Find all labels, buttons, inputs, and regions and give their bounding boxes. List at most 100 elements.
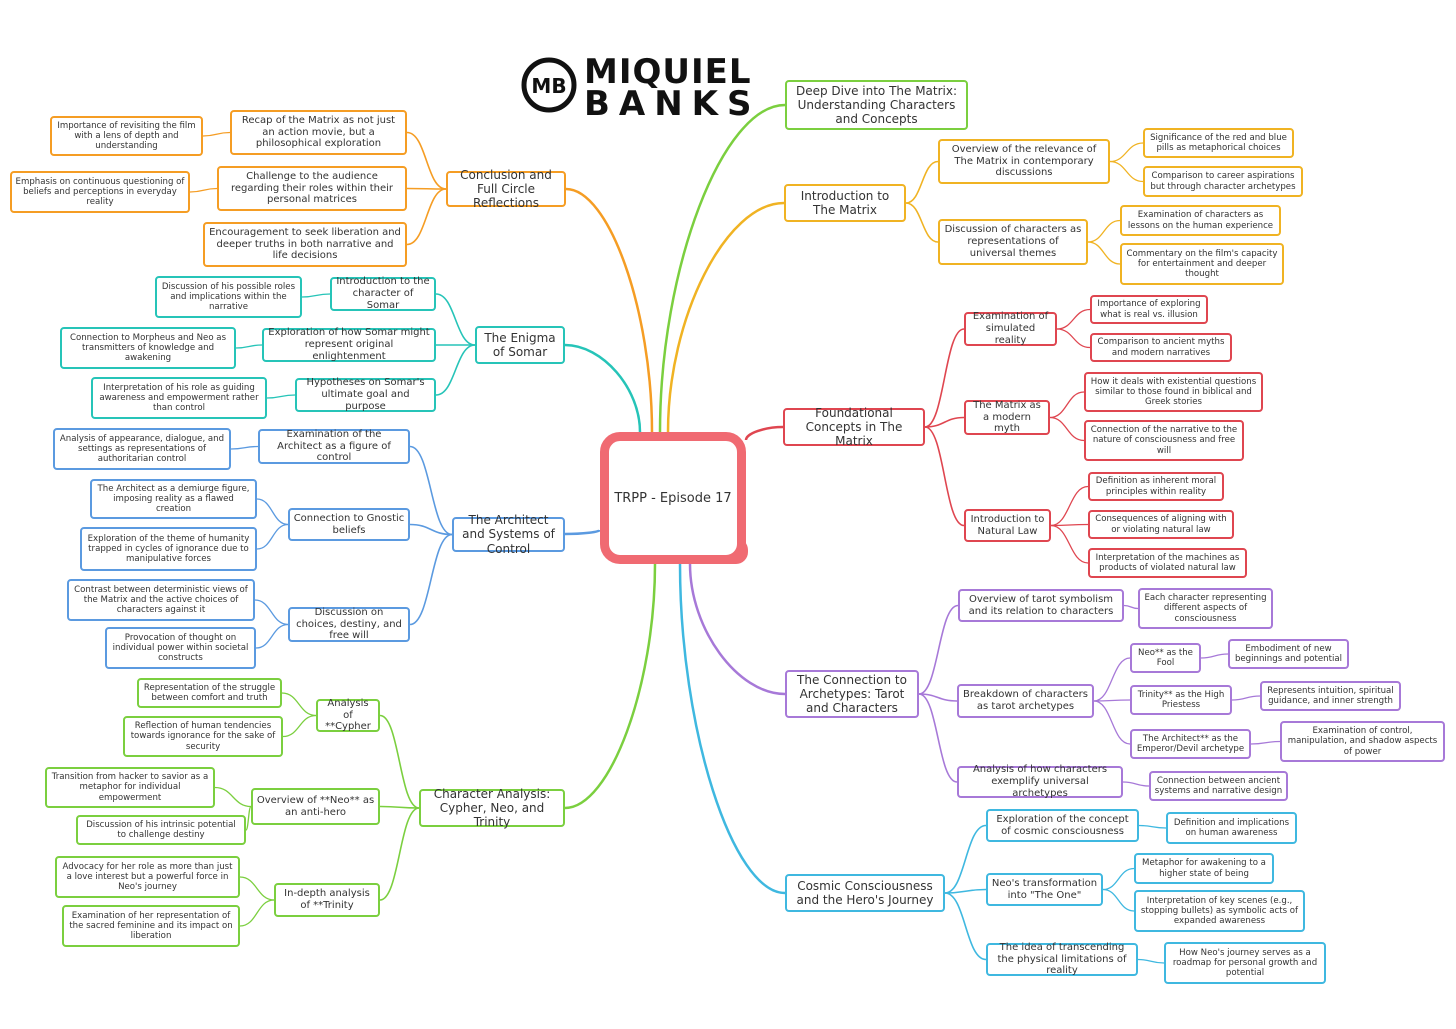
node-cosmic[interactable]: Cosmic Consciousness and the Hero's Jour… <box>785 874 945 912</box>
trunk-node-architect <box>564 528 602 536</box>
node-recap[interactable]: Recap of the Matrix as not just an actio… <box>230 110 407 155</box>
connector-node-neo-fool <box>1093 657 1131 702</box>
connector-leaf-continuous-questioning <box>189 187 218 193</box>
trunk-node-characters <box>564 563 657 810</box>
leaf-aspects-consciousness[interactable]: Each character representing different as… <box>1138 588 1273 629</box>
leaf-ancient-myths[interactable]: Comparison to ancient myths and modern n… <box>1090 333 1232 362</box>
leaf-cycles-ignorance[interactable]: Exploration of the theme of humanity tra… <box>80 527 257 571</box>
node-transcending[interactable]: The idea of transcending the physical li… <box>986 942 1138 976</box>
node-tarot-symbolism[interactable]: Overview of tarot symbolism and its rela… <box>958 589 1124 622</box>
node-tarot-breakdown[interactable]: Breakdown of characters as tarot archety… <box>957 684 1094 718</box>
trunk-node-somar <box>564 343 642 433</box>
leaf-individual-power[interactable]: Provocation of thought on individual pow… <box>105 627 256 669</box>
leaf-existential-questions[interactable]: How it deals with existential questions … <box>1084 372 1263 412</box>
leaf-somar-roles[interactable]: Discussion of his possible roles and imp… <box>155 276 302 318</box>
leaf-human-experience[interactable]: Examination of characters as lessons on … <box>1120 205 1281 236</box>
logo-line-2: BANKS <box>584 84 761 124</box>
connector-node-neo-anti-hero <box>379 805 420 809</box>
leaf-continuous-questioning[interactable]: Emphasis on continuous questioning of be… <box>10 171 190 213</box>
node-somar[interactable]: The Enigma of Somar <box>475 326 565 364</box>
node-cypher[interactable]: Analysis of **Cypher <box>316 698 380 732</box>
node-challenge[interactable]: Challenge to the audience regarding thei… <box>217 166 407 211</box>
connector-node-recap <box>406 131 447 190</box>
logo-mark-icon: MB <box>521 57 577 113</box>
connector-node-intro-relevance <box>905 160 939 204</box>
node-universal-archetypes[interactable]: Analysis of how characters exemplify uni… <box>957 764 1123 799</box>
trunk-node-introduction <box>666 201 785 433</box>
connector-leaf-revisiting-film <box>202 131 231 137</box>
leaf-personal-growth[interactable]: How Neo's journey serves as a roadmap fo… <box>1164 942 1326 984</box>
node-characters[interactable]: Character Analysis: Cypher, Neo, and Tri… <box>419 787 565 829</box>
connector-leaf-existential-questions <box>1049 391 1085 419</box>
connector-leaf-sacred-feminine <box>239 899 275 927</box>
center-node[interactable]: TRPP - Episode 17 <box>600 432 746 564</box>
logo-line-1: MIQUIEL <box>584 52 752 92</box>
leaf-authoritarian[interactable]: Analysis of appearance, dialogue, and se… <box>53 428 231 470</box>
connector-leaf-red-blue-pills <box>1109 142 1144 163</box>
leaf-ancient-systems[interactable]: Connection between ancient systems and n… <box>1149 771 1288 801</box>
leaf-intuition-guidance[interactable]: Represents intuition, spiritual guidance… <box>1260 681 1401 711</box>
node-choices-destiny[interactable]: Discussion on choices, destiny, and free… <box>288 607 410 642</box>
connector-leaf-individual-power <box>255 623 289 649</box>
node-natural-law[interactable]: Introduction to Natural Law <box>964 509 1051 542</box>
leaf-real-vs-illusion[interactable]: Importance of exploring what is real vs.… <box>1090 295 1208 324</box>
leaf-human-awareness[interactable]: Definition and implications on human awa… <box>1166 812 1297 844</box>
connector-leaf-higher-state <box>1102 867 1135 891</box>
node-architect-emperor[interactable]: The Architect** as the Emperor/Devil arc… <box>1130 729 1251 759</box>
node-introduction[interactable]: Introduction to The Matrix <box>784 184 906 222</box>
node-cosmic-concept[interactable]: Exploration of the concept of cosmic con… <box>986 809 1139 842</box>
leaf-love-interest[interactable]: Advocacy for her role as more than just … <box>55 856 240 898</box>
leaf-violated-natural-law[interactable]: Interpretation of the machines as produc… <box>1088 548 1247 578</box>
node-neo-fool[interactable]: Neo** as the Fool <box>1130 643 1201 673</box>
leaf-ignorance-security[interactable]: Reflection of human tendencies towards i… <box>123 716 283 757</box>
leaf-somar-morpheus-neo[interactable]: Connection to Morpheus and Neo as transm… <box>60 327 236 369</box>
leaf-control-shadow[interactable]: Examination of control, manipulation, an… <box>1280 721 1445 762</box>
leaf-consciousness-free-will[interactable]: Connection of the narrative to the natur… <box>1084 420 1244 461</box>
node-deep-dive[interactable]: Deep Dive into The Matrix: Understanding… <box>785 80 968 130</box>
node-archetypes[interactable]: The Connection to Archetypes: Tarot and … <box>785 670 919 718</box>
connector-node-gnostic <box>409 523 453 536</box>
leaf-demiurge[interactable]: The Architect as a demiurge figure, impo… <box>90 479 257 519</box>
leaf-stopping-bullets[interactable]: Interpretation of key scenes (e.g., stop… <box>1134 890 1305 932</box>
node-intro-relevance[interactable]: Overview of the relevance of The Matrix … <box>938 139 1110 184</box>
node-architect[interactable]: The Architect and Systems of Control <box>452 513 565 556</box>
leaf-moral-principles[interactable]: Definition as inherent moral principles … <box>1088 472 1224 501</box>
leaf-somar-guiding[interactable]: Interpretation of his role as guiding aw… <box>91 377 267 419</box>
connector-node-natural-law <box>924 426 965 527</box>
node-somar-intro[interactable]: Introduction to the character of Somar <box>330 276 436 311</box>
connector-leaf-demiurge <box>256 498 289 526</box>
node-trinity[interactable]: In-depth analysis of **Trinity <box>274 883 380 917</box>
node-conclusion[interactable]: Conclusion and Full Circle Reflections <box>446 168 566 210</box>
leaf-red-blue-pills[interactable]: Significance of the red and blue pills a… <box>1143 128 1294 158</box>
connector-node-tarot-breakdown <box>918 693 958 702</box>
node-encouragement[interactable]: Encouragement to seek liberation and dee… <box>203 222 407 267</box>
connector-leaf-aligning-violating <box>1050 523 1089 527</box>
leaf-deterministic[interactable]: Contrast between deterministic views of … <box>67 579 255 621</box>
connector-leaf-intrinsic-potential <box>245 805 252 831</box>
node-neo-anti-hero[interactable]: Overview of **Neo** as an anti-hero <box>251 788 380 825</box>
node-trinity-priestess[interactable]: Trinity** as the High Priestess <box>1130 685 1232 715</box>
leaf-hacker-savior[interactable]: Transition from hacker to savior as a me… <box>45 767 215 808</box>
node-neo-the-one[interactable]: Neo's transformation into "The One" <box>986 873 1103 906</box>
node-gnostic[interactable]: Connection to Gnostic beliefs <box>288 508 410 541</box>
leaf-revisiting-film[interactable]: Importance of revisiting the film with a… <box>50 116 203 156</box>
node-foundational[interactable]: Foundational Concepts in The Matrix <box>783 406 925 448</box>
leaf-entertainment-thought[interactable]: Commentary on the film's capacity for en… <box>1120 243 1284 285</box>
node-somar-enlightenment[interactable]: Exploration of how Somar might represent… <box>262 327 436 362</box>
leaf-sacred-feminine[interactable]: Examination of her representation of the… <box>62 905 240 947</box>
node-intro-characters[interactable]: Discussion of characters as representati… <box>938 219 1088 265</box>
connector-node-architect-emperor <box>1093 700 1131 745</box>
leaf-comfort-truth[interactable]: Representation of the struggle between c… <box>137 678 282 708</box>
leaf-new-beginnings[interactable]: Embodiment of new beginnings and potenti… <box>1228 639 1349 669</box>
node-modern-myth[interactable]: The Matrix as a modern myth <box>964 400 1050 435</box>
node-architect-control[interactable]: Examination of the Architect as a figure… <box>258 429 410 464</box>
leaf-intrinsic-potential[interactable]: Discussion of his intrinsic potential to… <box>76 815 246 845</box>
trunk-node-foundational <box>744 425 784 441</box>
leaf-career-aspirations[interactable]: Comparison to career aspirations but thr… <box>1143 166 1303 197</box>
connector-node-trinity-priestess <box>1093 699 1131 702</box>
node-simulated-reality[interactable]: Examination of simulated reality <box>964 311 1057 346</box>
leaf-aligning-violating[interactable]: Consequences of aligning with or violati… <box>1088 510 1234 539</box>
leaf-higher-state[interactable]: Metaphor for awakening to a higher state… <box>1134 853 1274 884</box>
node-somar-hypotheses[interactable]: Hypotheses on Somar's ultimate goal and … <box>295 377 436 412</box>
connector-leaf-hacker-savior <box>214 786 252 808</box>
